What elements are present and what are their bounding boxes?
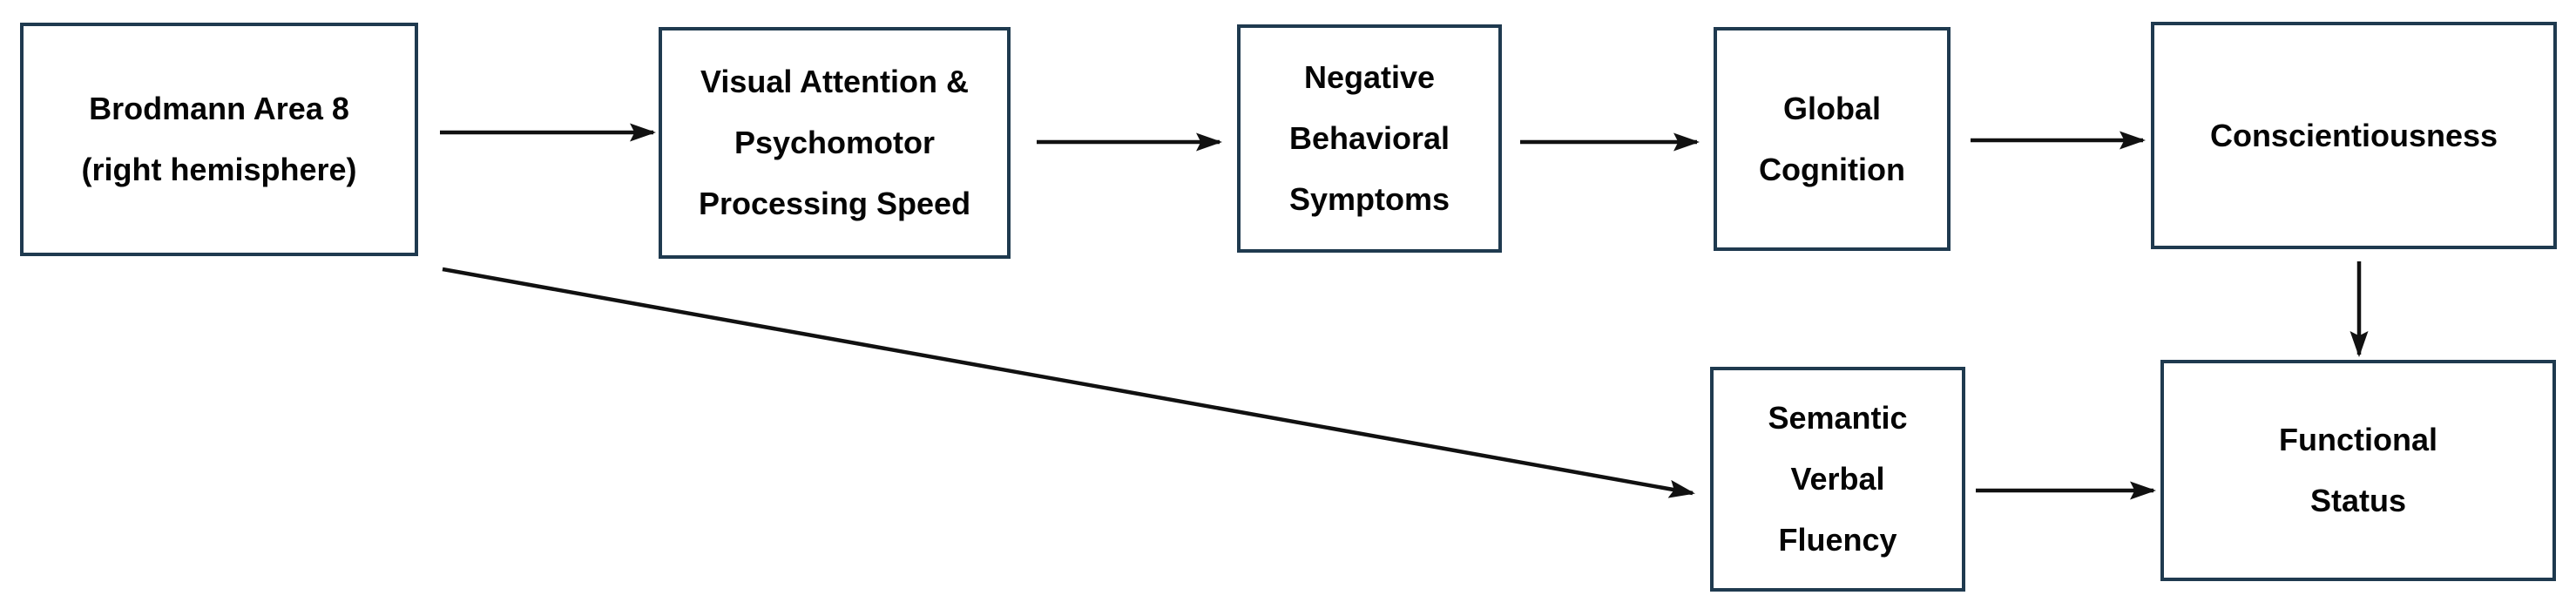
- node-label-line: Cognition: [1759, 151, 1905, 187]
- node-label-line: Negative: [1303, 59, 1436, 95]
- node-label-line: Verbal: [1790, 461, 1885, 497]
- node-label-line: Global: [1782, 90, 1881, 126]
- node-visual-attention-psychomotor-speed: Visual Attention & Psychomotor Processin…: [659, 27, 1011, 259]
- node-brodmann-area-8: Brodmann Area 8 (right hemisphere): [20, 23, 418, 256]
- node-label-line: (right hemisphere): [81, 152, 357, 187]
- node-label-line: Behavioral: [1288, 120, 1450, 156]
- node-label-line: Processing Speed: [698, 186, 971, 221]
- node-label-line: Semantic: [1768, 400, 1908, 436]
- node-label-line: Status: [2309, 483, 2407, 518]
- node-conscientiousness: Conscientiousness: [2151, 22, 2557, 249]
- node-label-line: Visual Attention &: [700, 64, 970, 99]
- node-label-line: Brodmann Area 8: [89, 91, 349, 126]
- node-negative-behavioral-symptoms: Negative Behavioral Symptoms: [1237, 24, 1502, 253]
- node-label-line: Symptoms: [1288, 181, 1450, 217]
- node-label-line: Fluency: [1778, 522, 1897, 558]
- arrow-brodmann_area_8-to-semantic_verbal_fluency: [442, 267, 1695, 498]
- node-label-line: Functional: [2279, 422, 2437, 457]
- node-global-cognition: Global Cognition: [1714, 27, 1951, 251]
- node-functional-status: Functional Status: [2160, 360, 2556, 581]
- node-label-line: Psychomotor: [734, 125, 936, 160]
- node-semantic-verbal-fluency: Semantic Verbal Fluency: [1710, 367, 1965, 592]
- node-label-line: Conscientiousness: [2209, 117, 2498, 153]
